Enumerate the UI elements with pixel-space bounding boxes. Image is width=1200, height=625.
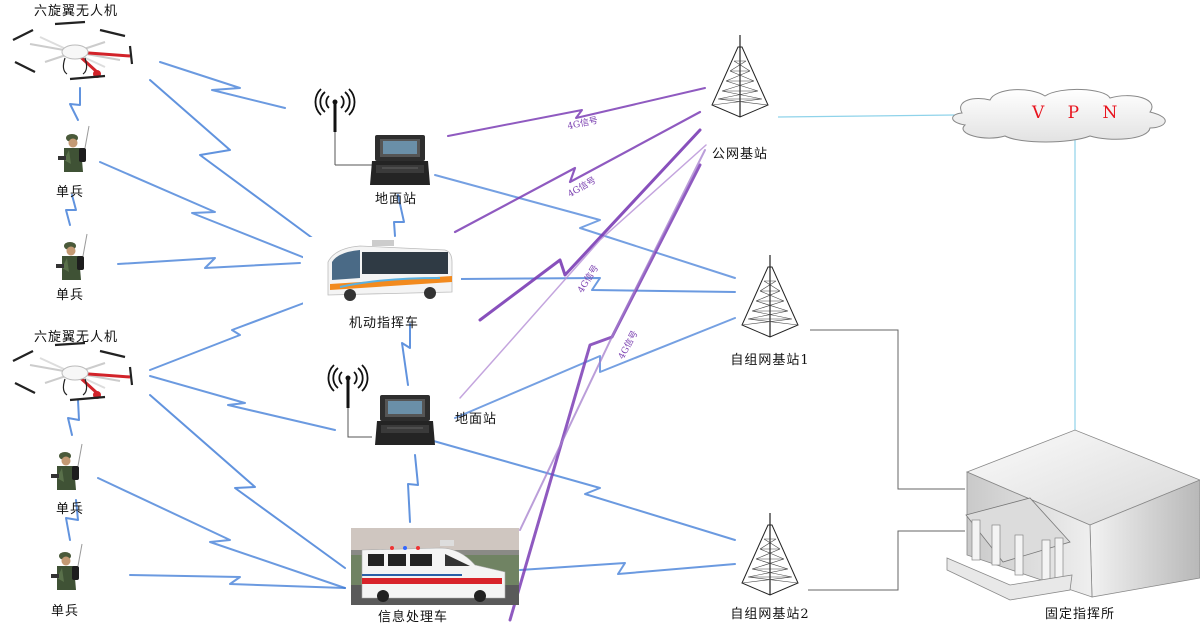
link-gs-bottom-to-van [407, 454, 419, 523]
vpn-label: V P N [1032, 103, 1127, 123]
link-uav-top-to-soldier1 [69, 87, 81, 121]
antenna-top-icon [313, 87, 357, 134]
soldier-4-label: 单兵 [50, 604, 80, 619]
link-uav-top-to-gs-top [159, 61, 286, 109]
link-bus-to-adhoc1 [459, 277, 736, 293]
fixed-command-post-icon [946, 429, 1200, 601]
link-uav-bottom-to-van [149, 394, 346, 569]
soldier-3-label: 单兵 [55, 502, 85, 517]
wire-layer [334, 114, 1076, 591]
antenna-bottom-icon [326, 363, 370, 410]
uav-top-label: 六旋翼无人机 [33, 4, 119, 19]
link-gs-bottom-to-adhoc2 [429, 439, 736, 541]
wire-public-station-to-vpn [777, 114, 956, 118]
adhoc-base-station-1-label: 自组网基站1 [730, 353, 810, 368]
mobile-command-bus-icon [303, 237, 461, 307]
soldier-4-icon [50, 543, 83, 591]
uav-top-icon [11, 20, 134, 81]
link-van-to-adhoc2 [519, 562, 736, 575]
link-soldier3-to-soldier4 [65, 499, 79, 541]
link-4g-van-to-public-a [508, 163, 702, 622]
info-processing-van-icon [351, 528, 519, 605]
link-uav-bottom-to-gs-bottom [149, 375, 336, 431]
ground-station-top-label: 地面站 [374, 192, 418, 207]
link-uav-top-to-bus [149, 79, 316, 241]
link-uav-bottom-to-soldier3 [67, 399, 80, 436]
soldier-1-label: 单兵 [55, 185, 85, 200]
link-soldier2-to-bus [117, 257, 301, 269]
vpn-cloud-icon [952, 88, 1166, 143]
link-4g-van-to-public-b [519, 149, 706, 531]
wire-adhoc2-to-command-post [808, 530, 965, 591]
link-bus-to-gs-bottom [401, 323, 411, 386]
public-base-station-label: 公网基站 [711, 147, 769, 162]
uav-bottom-label: 六旋翼无人机 [33, 330, 119, 345]
link-4g-bus2-to-public [478, 128, 702, 322]
link-4g-gs-bottom-to-public [459, 144, 707, 399]
wire-antenna-bottom [347, 400, 372, 438]
public-base-station-icon [711, 34, 769, 118]
adhoc-base-station-2-label: 自组网基站2 [730, 607, 810, 622]
soldier-1-icon [57, 125, 90, 173]
link-uav-bottom-to-bus [149, 299, 313, 371]
soldier-2-label: 单兵 [55, 288, 85, 303]
link-soldier3-to-van [97, 477, 346, 589]
mobile-command-bus-label: 机动指挥车 [348, 316, 420, 331]
link-soldier1-to-soldier2 [65, 194, 77, 226]
soldier-3-icon [50, 443, 83, 491]
link-4g-gs-top-to-public [447, 87, 706, 137]
link-gs-bottom-to-adhoc1 [454, 317, 736, 419]
ground-station-top-icon [369, 134, 431, 186]
link-4g-bus-to-public [453, 110, 702, 234]
link-bus-to-gs-top [393, 194, 405, 237]
4g-links [447, 87, 707, 622]
link-soldier4-to-van [129, 574, 346, 589]
uav-bottom-icon [11, 341, 134, 402]
link-soldier1-to-bus [99, 161, 306, 259]
fixed-command-post-label: 固定指挥所 [1044, 607, 1116, 622]
adhoc-base-station-2-icon [741, 512, 799, 596]
info-processing-van-label: 信息处理车 [377, 610, 449, 625]
soldier-2-icon [55, 233, 88, 281]
wire-adhoc1-to-command-post [810, 329, 965, 490]
wireless-blue-links [65, 61, 736, 589]
ground-station-bottom-icon [374, 394, 436, 446]
ground-station-bottom-label: 地面站 [455, 412, 498, 427]
adhoc-base-station-1-icon [741, 254, 799, 338]
